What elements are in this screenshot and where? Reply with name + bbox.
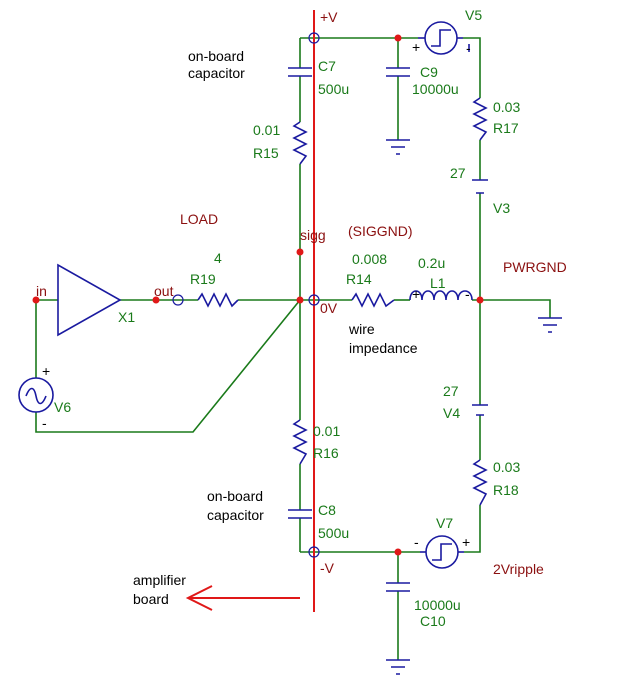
- node-in: in: [36, 283, 47, 299]
- label-v5-name: V5: [465, 7, 482, 23]
- battery-v3: [472, 179, 488, 194]
- resistor-r19: [197, 292, 239, 308]
- source-v6: [18, 377, 54, 413]
- node-minus-v: -V: [320, 560, 335, 576]
- label-v6-name: V6: [54, 399, 71, 415]
- v7-plus-sign: +: [462, 534, 470, 550]
- v5-plus-sign: +: [412, 39, 420, 55]
- annotation-wire-2: impedance: [349, 340, 418, 356]
- source-v7: [420, 535, 464, 569]
- capacitor-c8: [288, 509, 312, 519]
- annotation-onboard-top-1: on-board: [188, 48, 244, 64]
- amplifier-x1: [57, 263, 122, 337]
- annotation-wire-1: wire: [348, 321, 375, 337]
- v7-minus-sign: -: [414, 534, 419, 550]
- node-0v: 0V: [320, 300, 338, 316]
- v5-minus-sign: -: [466, 40, 471, 56]
- label-siggnd: (SIGGND): [348, 223, 413, 239]
- label-v4-name: V4: [443, 405, 460, 421]
- label-r14-value: 0.008: [352, 251, 387, 267]
- v6-minus-sign: -: [42, 415, 47, 431]
- label-r17-name: R17: [493, 120, 519, 136]
- label-l1-name: L1: [430, 275, 446, 291]
- label-v7-name: V7: [436, 515, 453, 531]
- power-rail: [185, 10, 315, 612]
- label-l1-value: 0.2u: [418, 255, 445, 271]
- node-plus-v: +V: [320, 9, 338, 25]
- label-c8-name: C8: [318, 502, 336, 518]
- resistor-r17: [472, 97, 488, 141]
- label-r18-name: R18: [493, 482, 519, 498]
- label-c10-value: 10000u: [414, 597, 461, 613]
- label-r16-name: R16: [313, 445, 339, 461]
- capacitor-c10: [386, 582, 410, 592]
- label-r17-value: 0.03: [493, 99, 520, 115]
- battery-v4: [472, 404, 488, 416]
- label-c7-name: C7: [318, 58, 336, 74]
- annotation-onboard-bot-2: capacitor: [207, 507, 264, 523]
- label-r15-name: R15: [253, 145, 279, 161]
- label-r19-name: R19: [190, 271, 216, 287]
- label-r15-value: 0.01: [253, 122, 280, 138]
- annotation-onboard-top-2: capacitor: [188, 65, 245, 81]
- capacitor-c9: [386, 67, 410, 77]
- label-c7-value: 500u: [318, 81, 349, 97]
- annotation-amp-board-2: board: [133, 591, 169, 607]
- label-x1-name: X1: [118, 309, 135, 325]
- label-v3-value: 27: [450, 165, 466, 181]
- label-r14-name: R14: [346, 271, 372, 287]
- ground-symbols: [386, 139, 562, 675]
- resistor-r15: [292, 121, 308, 165]
- label-ripple: 2Vripple: [493, 561, 544, 577]
- source-v5: [418, 21, 470, 55]
- node-sigg: sigg: [300, 227, 326, 243]
- label-r16-value: 0.01: [313, 423, 340, 439]
- resistor-r18: [472, 459, 488, 506]
- resistor-r16: [292, 419, 308, 465]
- nodes: [32, 32, 484, 558]
- l1-minus-sign: -: [465, 286, 470, 302]
- l1-plus-sign: +: [412, 286, 420, 302]
- label-r18-value: 0.03: [493, 459, 520, 475]
- label-v3-name: V3: [493, 200, 510, 216]
- label-c9-value: 10000u: [412, 81, 459, 97]
- inductor-l1: [409, 290, 473, 301]
- label-c8-value: 500u: [318, 525, 349, 541]
- capacitor-c7: [288, 67, 312, 77]
- label-c10-name: C10: [420, 613, 446, 629]
- resistor-r14: [351, 292, 395, 308]
- node-out: out: [154, 283, 174, 299]
- annotation-onboard-bot-1: on-board: [207, 488, 263, 504]
- label-v4-value: 27: [443, 383, 459, 399]
- wires: [35, 37, 551, 660]
- label-r19-value: 4: [214, 250, 222, 266]
- annotation-amp-board-1: amplifier: [133, 572, 186, 588]
- label-load: LOAD: [180, 211, 218, 227]
- label-pwrgnd: PWRGND: [503, 259, 567, 275]
- v6-plus-sign: +: [42, 363, 50, 379]
- label-c9-name: C9: [420, 64, 438, 80]
